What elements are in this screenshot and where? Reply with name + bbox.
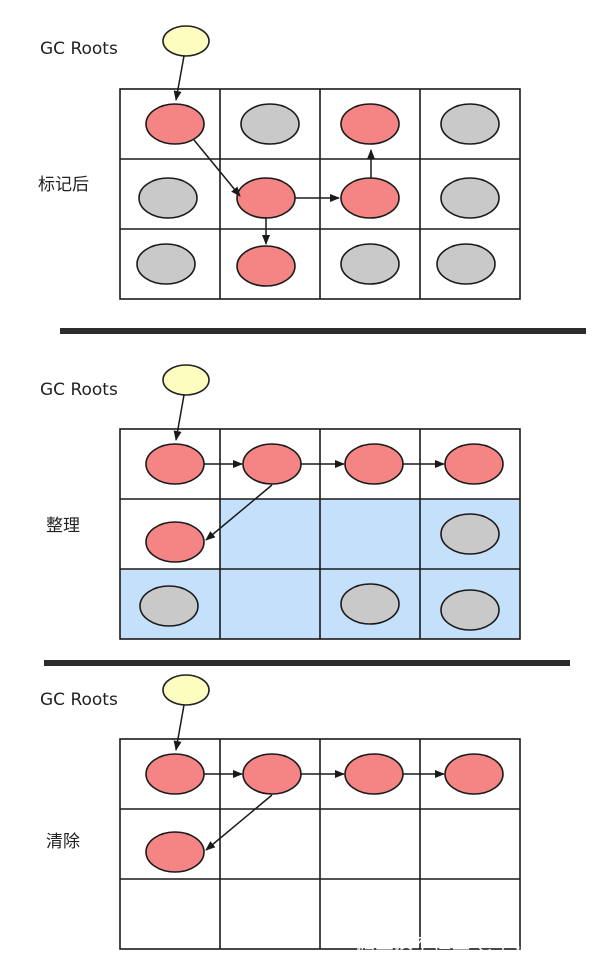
gc-roots-label: GC Roots bbox=[40, 690, 118, 710]
gc-root-node bbox=[162, 674, 210, 706]
watermark-text: 掘金技术社区 @ 风邪摩羯 bbox=[356, 931, 577, 953]
phase-label-sweep: 清除 bbox=[46, 832, 80, 852]
live-object-node bbox=[242, 753, 302, 795]
gc-roots-label: GC Roots bbox=[40, 380, 118, 400]
live-object-node bbox=[145, 103, 205, 145]
live-object-node bbox=[340, 103, 400, 145]
gc-root-node bbox=[162, 25, 210, 57]
dead-object-node bbox=[440, 589, 500, 631]
live-object-node bbox=[444, 753, 504, 795]
panel-compact-objects bbox=[139, 443, 504, 631]
dead-object-node bbox=[136, 243, 196, 285]
live-object-node bbox=[236, 177, 296, 219]
dead-object-node bbox=[340, 583, 400, 625]
dead-object-node bbox=[139, 585, 199, 627]
panel-sweep: GC Roots 清除 bbox=[40, 674, 521, 950]
live-object-node bbox=[344, 443, 404, 485]
gc-roots-label: GC Roots bbox=[40, 39, 118, 59]
phase-label-marked: 标记后 bbox=[38, 175, 89, 195]
gc-root-node bbox=[162, 364, 210, 396]
dead-object-node bbox=[340, 243, 400, 285]
panel-compact: GC Roots 整理 bbox=[40, 364, 521, 640]
live-object-node bbox=[344, 753, 404, 795]
live-object-node bbox=[145, 443, 205, 485]
panel-sweep-grid bbox=[119, 738, 521, 950]
panel-sweep-references bbox=[173, 704, 445, 851]
live-object-node bbox=[340, 177, 400, 219]
phase-label-compact: 整理 bbox=[46, 516, 80, 536]
panel-marked: GC Roots 标记后 bbox=[38, 25, 521, 300]
panel-marked-references bbox=[173, 55, 375, 245]
panel-marked-objects bbox=[136, 103, 500, 287]
panel-sweep-objects bbox=[145, 753, 504, 873]
panel-compact-references bbox=[173, 394, 445, 541]
dead-object-node bbox=[138, 177, 198, 219]
live-object-node bbox=[242, 443, 302, 485]
live-object-node bbox=[145, 521, 205, 563]
dead-object-node bbox=[440, 103, 500, 145]
dead-object-node bbox=[436, 243, 496, 285]
dead-object-node bbox=[440, 177, 500, 219]
dead-object-node bbox=[240, 103, 300, 145]
panel-marked-grid bbox=[119, 88, 521, 300]
live-object-node bbox=[444, 443, 504, 485]
live-object-node bbox=[145, 753, 205, 795]
dead-object-node bbox=[440, 513, 500, 555]
free-region-cell bbox=[220, 499, 320, 569]
live-object-node bbox=[236, 245, 296, 287]
live-object-node bbox=[145, 831, 205, 873]
free-region-cell bbox=[320, 499, 420, 569]
free-region-cell bbox=[220, 569, 320, 639]
